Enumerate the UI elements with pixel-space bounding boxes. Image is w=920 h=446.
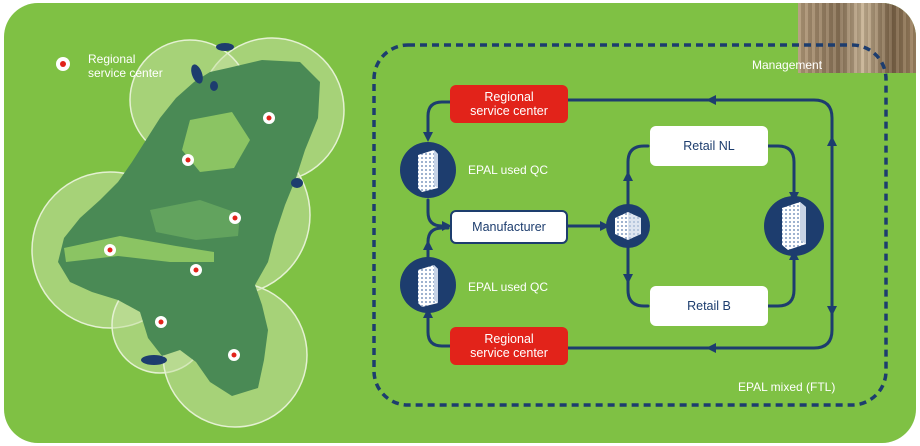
legend-label: Regional service center [88,52,198,80]
retail-nl-label: Retail NL [683,139,735,153]
pallet-node-bottom [400,257,456,313]
retail-nl-box: Retail NL [650,126,768,166]
pallet-node-central [606,204,650,248]
flow-lines [423,95,837,353]
service-center-markers [104,112,275,361]
retail-b-box: Retail B [650,286,768,326]
legend-line-2: service center [88,66,163,80]
photo-corner [798,3,916,73]
pallet-stack-icon [782,202,806,250]
manufacturer-box: Manufacturer [450,210,568,244]
river-delta [64,236,214,262]
lake-ijssel [182,112,250,172]
retail-b-label: Retail B [687,299,731,313]
manufacturer-label: Manufacturer [472,220,546,234]
regional-service-center-top: Regional service center [450,85,568,123]
regional-bottom-line-2: service center [470,346,548,360]
map-islands [141,43,303,365]
management-label: Management [752,58,823,72]
epal-used-qc-label-top: EPAL used QC [468,163,549,177]
epal-used-qc-label-bottom: EPAL used QC [468,280,549,294]
regional-service-center-bottom: Regional service center [450,327,568,365]
netherlands-map [31,37,345,428]
legend-line-1: Regional [88,52,136,66]
pallet-stack-icon [418,150,438,192]
regional-bottom-line-1: Regional [484,332,534,346]
management-boundary [372,43,888,407]
service-center-marker-icon [56,57,70,71]
pallet-stack-icon [418,265,438,307]
inner-region [150,200,240,240]
pallet-node-top [400,142,456,198]
pallet-stack-icon [615,212,641,240]
epal-mixed-label: EPAL mixed (FTL) [738,380,836,394]
regional-top-line-2: service center [470,104,548,118]
pallet-node-right [764,196,824,256]
regional-top-line-1: Regional [484,90,534,104]
